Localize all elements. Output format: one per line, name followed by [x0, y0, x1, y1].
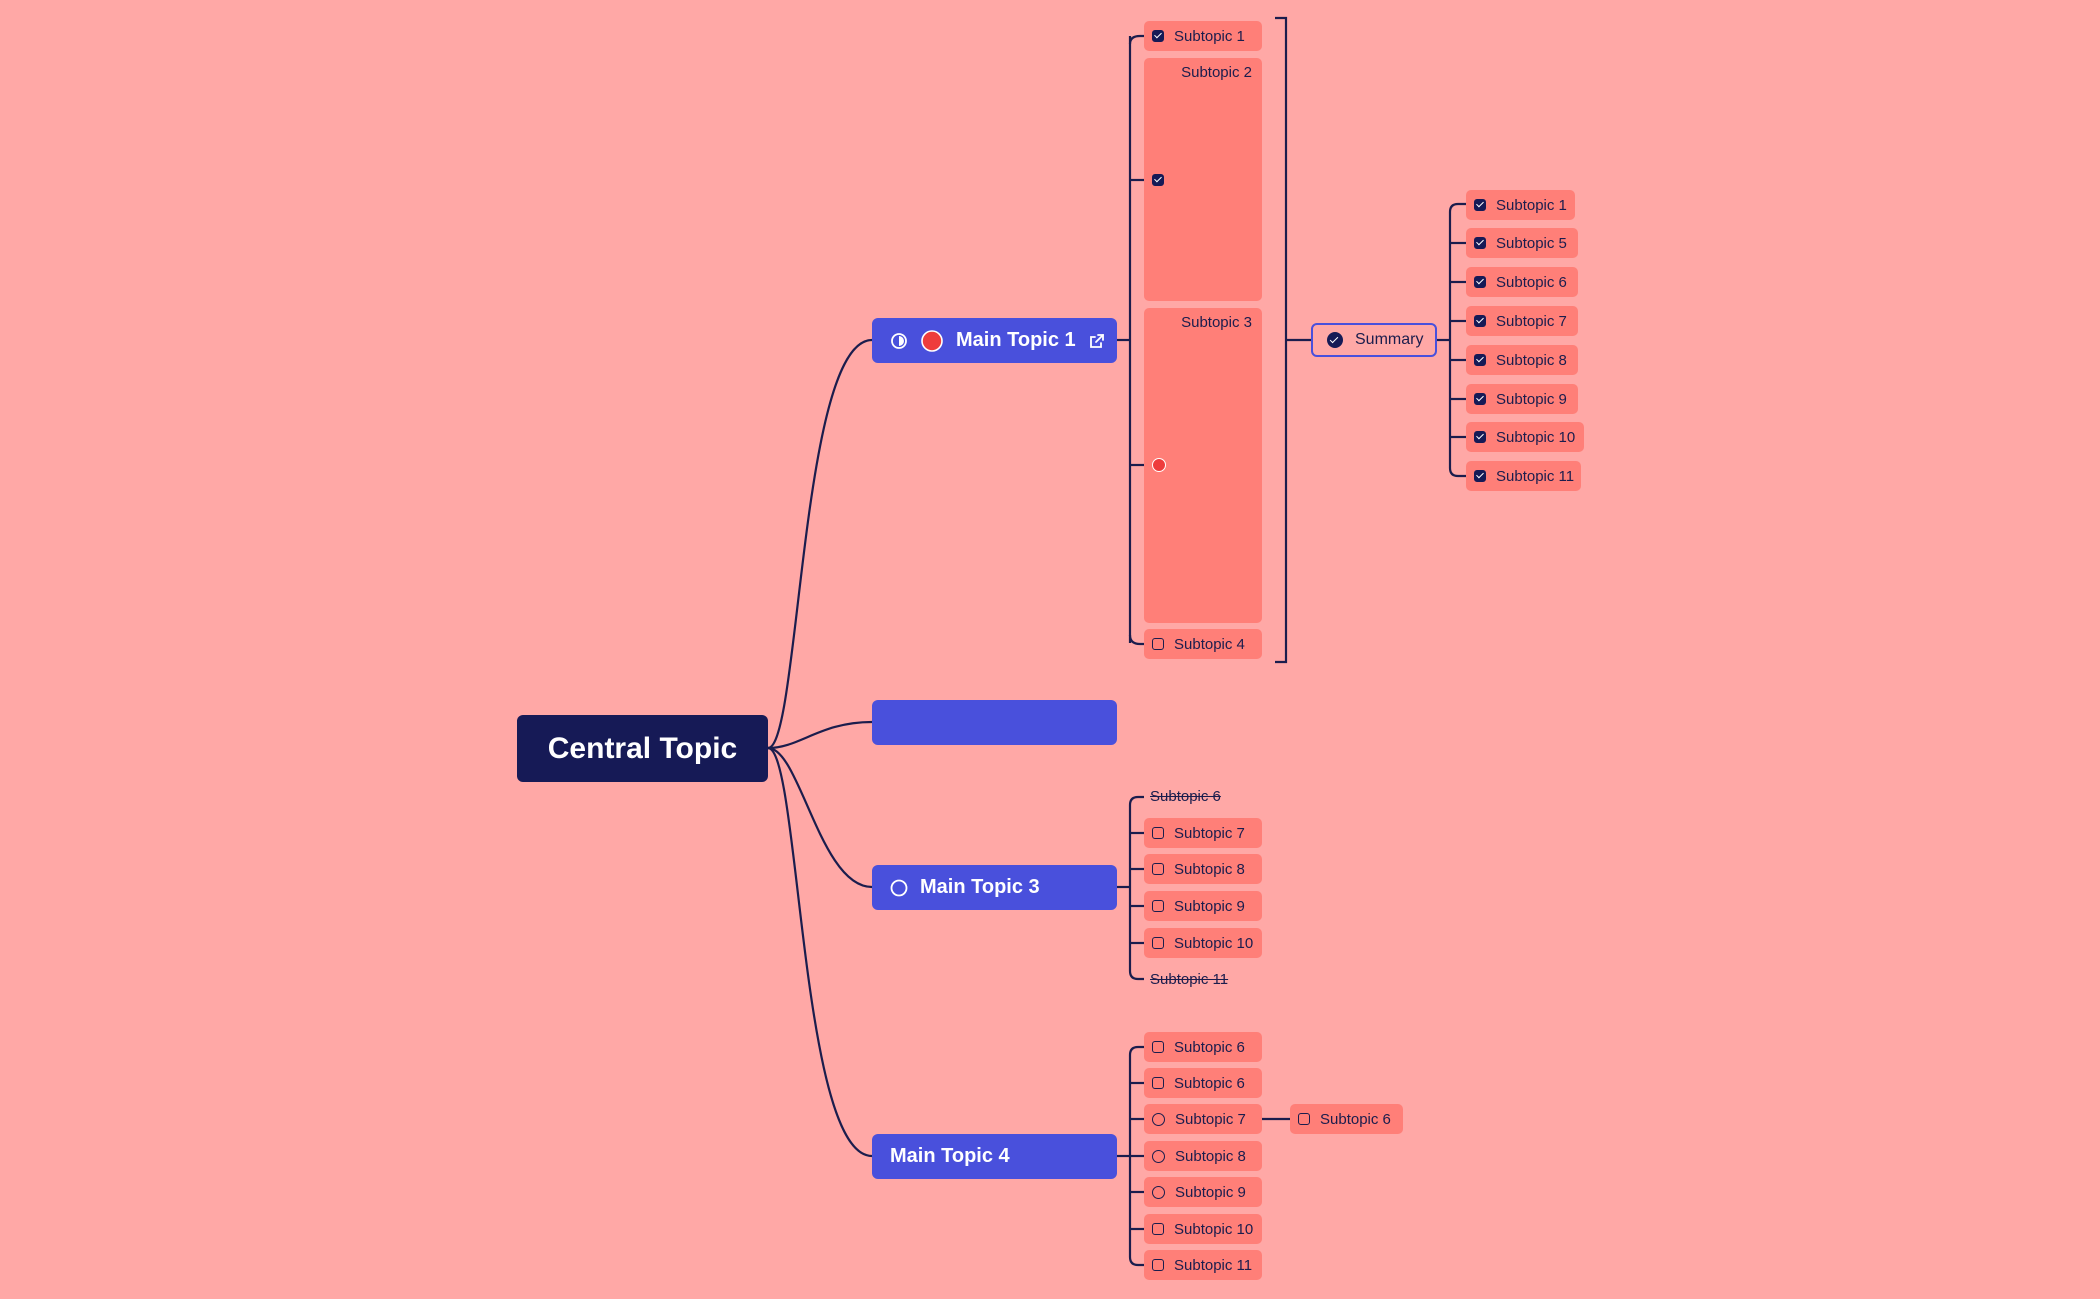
t4-subtopic-4-label: Subtopic 8	[1175, 1147, 1246, 1165]
main-topic-2[interactable]	[872, 700, 1117, 745]
summary-child-6-label: Subtopic 9	[1496, 390, 1567, 408]
checkbox-checked-icon[interactable]	[1474, 315, 1486, 327]
t4-subtopic-6-label: Subtopic 10	[1174, 1220, 1254, 1238]
empty-circle-icon[interactable]	[1152, 1185, 1165, 1199]
summary-child-3-label: Subtopic 6	[1496, 273, 1567, 291]
empty-circle-icon[interactable]	[1152, 1112, 1165, 1126]
t4-subtopic-3[interactable]: Subtopic 7	[1144, 1104, 1262, 1134]
checkbox-empty-icon[interactable]	[1298, 1113, 1310, 1125]
main-topic-1-label: Main Topic 1	[956, 329, 1076, 351]
t4-subtopic-5-label: Subtopic 9	[1175, 1183, 1246, 1201]
empty-circle-icon[interactable]	[1152, 1149, 1165, 1163]
checkbox-empty-icon[interactable]	[1152, 1223, 1164, 1235]
summary-node[interactable]: Summary	[1311, 323, 1437, 357]
t4-subtopic-2[interactable]: Subtopic 6	[1144, 1068, 1262, 1098]
t1-subtopic-4-label: Subtopic 4	[1174, 635, 1245, 653]
check-circle-icon	[1327, 332, 1343, 348]
t3-subtopic-4[interactable]: Subtopic 9	[1144, 891, 1262, 921]
summary-label: Summary	[1355, 331, 1424, 348]
external-link-icon[interactable]	[1088, 332, 1106, 350]
t1-subtopic-3-label: Subtopic 3	[1181, 314, 1252, 331]
summary-child-7[interactable]: Subtopic 10	[1466, 422, 1584, 452]
summary-child-5[interactable]: Subtopic 8	[1466, 345, 1578, 375]
summary-child-4-label: Subtopic 7	[1496, 312, 1567, 330]
central-topic[interactable]: Central Topic	[517, 715, 768, 782]
checkbox-checked-icon[interactable]	[1474, 354, 1486, 366]
checkbox-checked-icon[interactable]	[1152, 30, 1164, 42]
t4-subtopic-7[interactable]: Subtopic 11	[1144, 1250, 1262, 1280]
checkbox-empty-icon[interactable]	[1152, 638, 1164, 650]
t4-subtopic-5[interactable]: Subtopic 9	[1144, 1177, 1262, 1207]
main-topic-4-label: Main Topic 4	[890, 1145, 1010, 1167]
checkbox-checked-icon[interactable]	[1474, 199, 1486, 211]
t4-subtopic-7-child-label: Subtopic 6	[1320, 1110, 1391, 1128]
t1-subtopic-4[interactable]: Subtopic 4	[1144, 629, 1262, 659]
summary-child-7-label: Subtopic 10	[1496, 428, 1576, 446]
checkbox-empty-icon[interactable]	[1152, 1077, 1164, 1089]
checkbox-empty-icon[interactable]	[1152, 937, 1164, 949]
t4-subtopic-1-label: Subtopic 6	[1174, 1038, 1245, 1056]
t4-subtopic-1[interactable]: Subtopic 6	[1144, 1032, 1262, 1062]
t3-subtopic-2-label: Subtopic 7	[1174, 824, 1245, 842]
checkbox-checked-icon[interactable]	[1152, 174, 1164, 186]
summary-child-8-label: Subtopic 11	[1496, 467, 1575, 485]
main-topic-3[interactable]: Main Topic 3	[872, 865, 1117, 910]
summary-child-6[interactable]: Subtopic 9	[1466, 384, 1578, 414]
checkbox-empty-icon[interactable]	[1152, 1041, 1164, 1053]
t3-subtopic-5-label: Subtopic 10	[1174, 934, 1254, 952]
t1-subtopic-1[interactable]: Subtopic 1	[1144, 21, 1262, 51]
checkbox-empty-icon[interactable]	[1152, 900, 1164, 912]
main-topic-4[interactable]: Main Topic 4	[872, 1134, 1117, 1179]
empty-circle-icon	[890, 879, 908, 897]
t1-subtopic-3[interactable]: Subtopic 3	[1144, 308, 1262, 623]
main-topic-1[interactable]: Main Topic 1	[872, 318, 1117, 363]
checkbox-checked-icon[interactable]	[1474, 237, 1486, 249]
t3-subtopic-6-label: Subtopic 11	[1150, 970, 1229, 988]
t4-subtopic-7-label: Subtopic 11	[1174, 1256, 1253, 1274]
t3-subtopic-4-label: Subtopic 9	[1174, 897, 1245, 915]
checkbox-checked-icon[interactable]	[1474, 470, 1486, 482]
t4-subtopic-2-label: Subtopic 6	[1174, 1074, 1245, 1092]
t4-subtopic-4[interactable]: Subtopic 8	[1144, 1141, 1262, 1171]
summary-child-4[interactable]: Subtopic 7	[1466, 306, 1578, 336]
t3-subtopic-2[interactable]: Subtopic 7	[1144, 818, 1262, 848]
t3-subtopic-5[interactable]: Subtopic 10	[1144, 928, 1262, 958]
t3-subtopic-1-label: Subtopic 6	[1150, 787, 1221, 805]
t3-subtopic-1[interactable]: Subtopic 6	[1144, 786, 1221, 806]
checkbox-checked-icon[interactable]	[1474, 276, 1486, 288]
checkbox-empty-icon[interactable]	[1152, 1259, 1164, 1271]
t1-subtopic-1-label: Subtopic 1	[1174, 27, 1245, 45]
t4-subtopic-7-child[interactable]: Subtopic 6	[1290, 1104, 1403, 1134]
checkbox-checked-icon[interactable]	[1474, 431, 1486, 443]
progress-half-icon	[890, 332, 908, 350]
checkbox-checked-icon[interactable]	[1474, 393, 1486, 405]
checkbox-empty-icon[interactable]	[1152, 863, 1164, 875]
t4-subtopic-3-label: Subtopic 7	[1175, 1110, 1246, 1128]
summary-child-8[interactable]: Subtopic 11	[1466, 461, 1581, 491]
summary-child-2-label: Subtopic 5	[1496, 234, 1567, 252]
t1-subtopic-2-label: Subtopic 2	[1181, 64, 1252, 81]
summary-child-2[interactable]: Subtopic 5	[1466, 228, 1578, 258]
checkbox-empty-icon[interactable]	[1152, 827, 1164, 839]
central-topic-label: Central Topic	[547, 731, 738, 765]
main-topic-3-label: Main Topic 3	[920, 876, 1040, 898]
t3-subtopic-3-label: Subtopic 8	[1174, 860, 1245, 878]
t3-subtopic-6[interactable]: Subtopic 11	[1144, 969, 1228, 989]
t4-subtopic-6[interactable]: Subtopic 10	[1144, 1214, 1262, 1244]
summary-child-5-label: Subtopic 8	[1496, 351, 1567, 369]
red-circle-icon	[920, 329, 944, 353]
t1-subtopic-2[interactable]: Subtopic 2	[1144, 58, 1262, 301]
red-circle-icon	[1152, 458, 1166, 472]
summary-child-1-label: Subtopic 1	[1496, 196, 1567, 214]
t3-subtopic-3[interactable]: Subtopic 8	[1144, 854, 1262, 884]
summary-child-1[interactable]: Subtopic 1	[1466, 190, 1575, 220]
summary-child-3[interactable]: Subtopic 6	[1466, 267, 1578, 297]
